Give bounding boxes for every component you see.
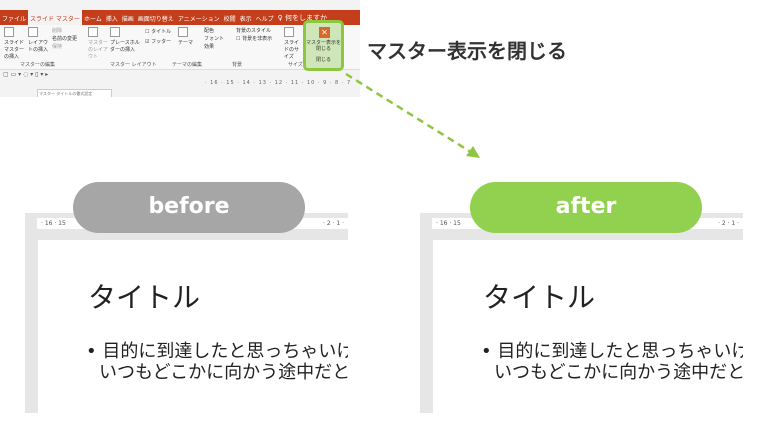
- tab-review[interactable]: 校閲: [223, 16, 236, 23]
- group-label: テーマの編集: [172, 62, 203, 68]
- tab-transitions[interactable]: 画面切り替え: [137, 16, 174, 23]
- group-label: 背景: [232, 62, 243, 68]
- title-checkbox[interactable]: ☐ タイトル: [145, 29, 172, 35]
- theme-options: 配色 フォント 効果: [204, 27, 224, 51]
- slide-icon: [4, 27, 14, 37]
- background-styles-button[interactable]: 背景のスタイル: [236, 28, 272, 34]
- layout-icon: [88, 27, 98, 37]
- tab-slide-master[interactable]: スライド マスター: [28, 10, 82, 25]
- slide-title: タイトル: [483, 281, 596, 314]
- insert-master-button[interactable]: スライド マスターの挿入: [4, 27, 26, 60]
- arrow-head: [466, 146, 480, 158]
- slide-title: タイトル: [88, 281, 201, 314]
- ribbon-tabs: ファイル スライド マスター ホーム 挿入 描画 画面切り替え アニメーション …: [0, 10, 360, 25]
- layout-checkboxes: ☐ タイトル ☑ フッター: [145, 27, 171, 47]
- background-options: 背景のスタイル ☐ 背景を非表示: [236, 27, 272, 43]
- slide[interactable]: タイトル • 目的に到達したと思っちゃいけ いつもどこかに向かう途中だと: [38, 240, 348, 413]
- tab-insert[interactable]: 挿入: [105, 16, 118, 23]
- arrow-line: [345, 72, 475, 156]
- ribbon-screenshot: ファイル スライド マスター ホーム 挿入 描画 画面切り替え アニメーション …: [0, 0, 360, 97]
- close-master-view-button[interactable]: ✕ マスター表示を閉じる 閉じる: [303, 20, 344, 71]
- edit-master-small-buttons: 削除 名前の変更 保持: [52, 27, 77, 51]
- ribbon-groups: スライド マスターの挿入 レイアウトの挿入 削除 名前の変更 保持 マスターのレ…: [0, 25, 360, 70]
- insert-layout-button[interactable]: レイアウトの挿入: [28, 27, 48, 53]
- tab-draw[interactable]: 描画: [121, 16, 134, 23]
- placeholder-icon: [110, 27, 120, 37]
- after-slide-panel: · 16 · 15· 2 · 1 · タイトル • 目的に到達したと思っちゃいけ…: [420, 213, 743, 413]
- delete-button[interactable]: 削除: [52, 28, 63, 34]
- slide[interactable]: タイトル • 目的に到達したと思っちゃいけ いつもどこかに向かう途中だと: [433, 240, 743, 413]
- quick-toolbar: ▢ ▭ ▾ ◌ ▾ ▯ ▾ ▸: [3, 71, 49, 78]
- tell-me-search[interactable]: ♀ 何をしますか: [277, 14, 327, 22]
- hide-background-checkbox[interactable]: ☐ 背景を非表示: [236, 36, 273, 42]
- effects-button[interactable]: 効果: [204, 44, 215, 50]
- theme-button[interactable]: テーマ: [178, 27, 193, 46]
- ruler: · 16 · 15 · 14 · 13 · 12 · 11 · 10 · 9 ·…: [205, 80, 352, 86]
- slide-size-icon: [284, 27, 294, 37]
- before-label: before: [73, 182, 305, 233]
- rename-button[interactable]: 名前の変更: [52, 36, 78, 42]
- tab-animations[interactable]: アニメーション: [177, 16, 220, 23]
- tab-home[interactable]: ホーム: [83, 16, 102, 23]
- layout-icon: [28, 27, 38, 37]
- footer-checkbox[interactable]: ☑ フッター: [145, 39, 172, 45]
- tab-file[interactable]: ファイル: [2, 16, 27, 23]
- before-slide-panel: · 16 · 15· 2 · 1 · タイトル • 目的に到達したと思っちゃいけ…: [25, 213, 348, 413]
- group-label: マスター レイアウト: [110, 62, 157, 68]
- master-layout-button[interactable]: マスターのレイアウト: [88, 27, 108, 60]
- tab-view[interactable]: 表示: [239, 16, 252, 23]
- group-label: マスターの編集: [20, 62, 56, 68]
- annotation-text: マスター表示を閉じる: [367, 39, 567, 63]
- slide-thumbnail[interactable]: マスター タイトルの書式設定: [37, 89, 112, 97]
- tab-help[interactable]: ヘルプ: [255, 16, 274, 23]
- close-icon: ✕: [319, 27, 330, 38]
- slide-body: • 目的に到達したと思っちゃいけ いつもどこかに向かう途中だと: [481, 341, 743, 383]
- slide-body: • 目的に到達したと思っちゃいけ いつもどこかに向かう途中だと: [86, 341, 348, 383]
- group-label: サイズ: [288, 62, 303, 68]
- insert-placeholder-button[interactable]: プレースホルダーの挿入: [110, 27, 142, 53]
- fonts-button[interactable]: フォント: [204, 36, 225, 42]
- preserve-button[interactable]: 保持: [52, 44, 63, 50]
- colors-button[interactable]: 配色: [204, 28, 215, 34]
- after-label: after: [470, 182, 702, 233]
- theme-icon: [178, 27, 188, 37]
- slide-size-button[interactable]: スライドのサイズ: [284, 27, 302, 60]
